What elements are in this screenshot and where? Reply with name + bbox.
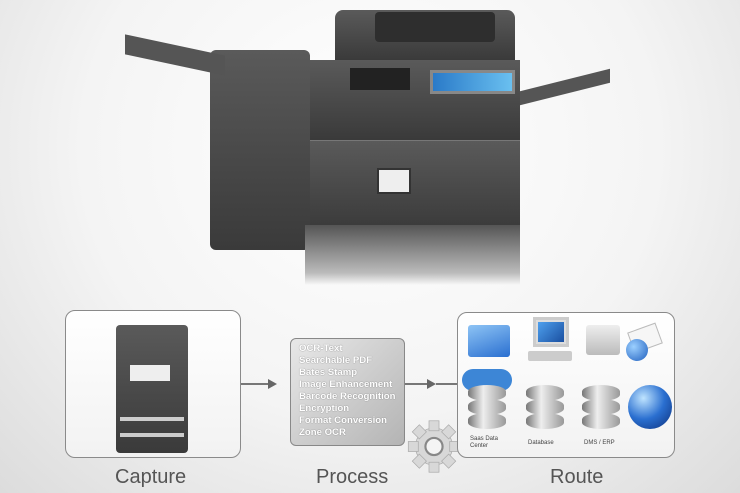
fax-icon	[586, 325, 620, 355]
small-printer-image	[116, 325, 188, 453]
printer-photo	[125, 0, 615, 300]
route-box: Saas Data Center Database DMS / ERP	[457, 312, 675, 458]
process-item: OCR-Text	[299, 343, 343, 354]
process-item: Bates Stamp	[299, 367, 358, 378]
stage-label-route: Route	[550, 466, 604, 488]
stage-label-capture: Capture	[115, 466, 187, 488]
cloud-database-icon	[468, 385, 506, 433]
globe-icon	[628, 385, 672, 429]
arrow-line	[436, 383, 458, 385]
arrow-process-route	[405, 383, 429, 385]
process-item: Barcode Recognition	[299, 391, 396, 402]
database-label: Database	[528, 440, 554, 446]
arrow-head	[268, 379, 277, 389]
process-item: Format Conversion	[299, 415, 387, 426]
saas-label: Saas Data Center	[470, 436, 499, 449]
process-box: OCR-Text Searchable PDF Bates Stamp Imag…	[290, 338, 405, 446]
capture-box	[65, 310, 241, 458]
arrow-capture-process	[241, 383, 271, 385]
computer-icon	[533, 317, 569, 347]
dms-erp-icon	[582, 385, 620, 433]
process-item: Zone OCR	[299, 427, 346, 438]
process-item: Image Enhancement	[299, 379, 393, 390]
keyboard-icon	[528, 351, 572, 361]
gear-icon	[407, 420, 461, 473]
arrow-head	[427, 379, 436, 389]
folder-icon	[468, 325, 510, 357]
dms-erp-label: DMS / ERP	[584, 440, 615, 446]
email-globe-icon	[626, 339, 648, 361]
process-item: Searchable PDF	[299, 355, 373, 366]
stage-label-process: Process	[316, 466, 389, 488]
database-icon	[526, 385, 564, 433]
process-item: Encryption	[299, 403, 350, 414]
